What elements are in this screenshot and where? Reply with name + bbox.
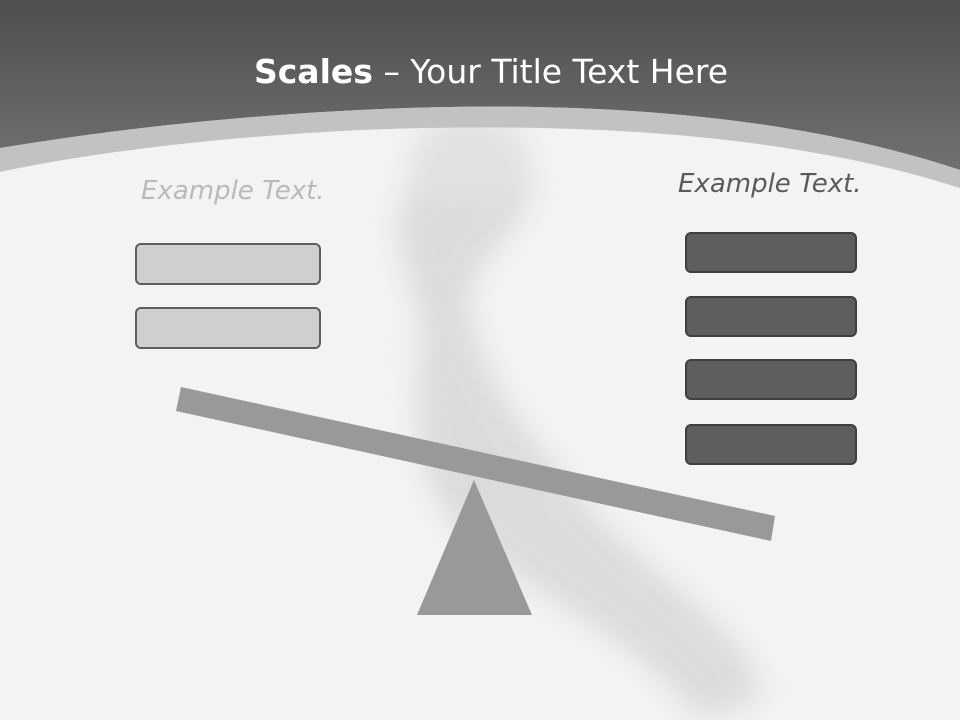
title-bold: Scales <box>253 52 373 91</box>
left-label: Example Text. <box>141 176 325 206</box>
scale-beam <box>176 387 775 541</box>
header-swoosh <box>0 106 960 188</box>
header-band <box>0 0 960 170</box>
right-label: Example Text. <box>678 169 862 199</box>
right-box-1 <box>685 232 857 273</box>
right-box-2 <box>685 296 857 337</box>
left-box-2 <box>135 307 321 349</box>
left-box-1 <box>135 243 321 285</box>
right-box-4 <box>685 424 857 465</box>
silhouette-watermark <box>398 115 760 720</box>
title-rest: – Your Title Text Here <box>372 52 729 91</box>
right-box-3 <box>685 359 857 400</box>
slide-title: Scales – Your Title Text Here <box>0 52 960 91</box>
scale-fulcrum <box>417 480 532 615</box>
